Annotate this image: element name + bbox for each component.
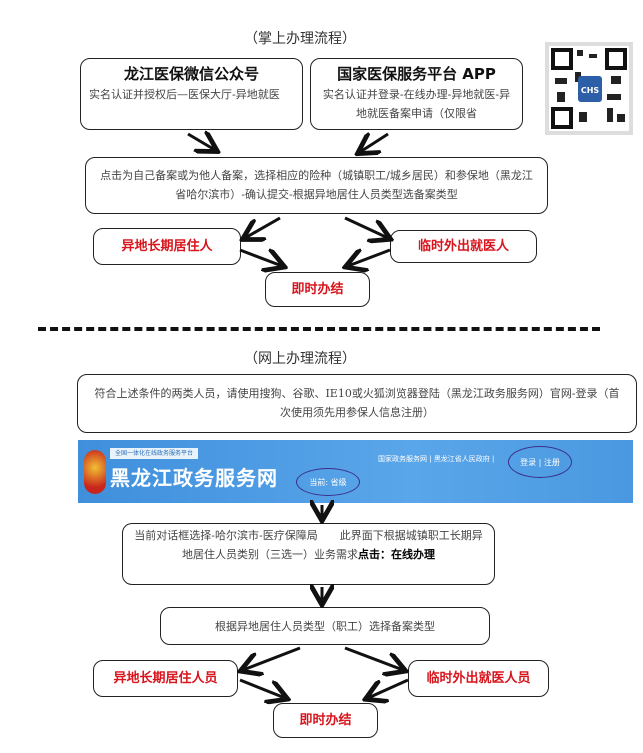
web-step1-box: 符合上述条件的两类人员，请使用搜狗、谷歌、IE10或火狐浏览器登陆（黑龙江政务服… <box>77 374 637 433</box>
app-steps: 实名认证并登录-在线办理-异地就医-异地就医备案申请（仅限省 <box>322 88 511 120</box>
link-province[interactable]: 黑龙江省人民政府 <box>433 455 490 463</box>
wechat-steps: 实名认证并授权后—医保大厅-异地就医 <box>89 88 280 101</box>
web-option-temporary: 临时外出就医人员 <box>408 660 549 697</box>
arrow <box>243 646 301 670</box>
section-divider <box>38 327 600 331</box>
mobile-step-box: 点击为自己备案或为他人备案，选择相应的险种（城镇职工/城乡居民）和参保地（黑龙江… <box>85 157 548 214</box>
qr-logo-text: CHS <box>581 86 600 95</box>
national-emblem-icon <box>84 450 106 494</box>
arrow <box>344 216 388 238</box>
web-section-title: （网上办理流程） <box>244 351 356 367</box>
arrow <box>187 134 215 150</box>
wechat-box: 龙江医保微信公众号 实名认证并授权后—医保大厅-异地就医 <box>80 58 303 130</box>
web-step2-box: 当前对话框选择-哈尔滨市-医疗保障局 此界面下根据城镇职工长期异地居住人员类别（… <box>122 523 495 585</box>
arrow <box>239 678 285 698</box>
banner-site-name: 黑龙江政务服务网 <box>110 466 278 490</box>
login-register: 登录 | 注册 <box>508 446 572 478</box>
arrow <box>245 216 281 238</box>
banner-tag: 全国一体化在线政务服务平台 <box>110 448 199 459</box>
mobile-option-long-term: 异地长期居住人 <box>93 228 241 265</box>
arrow <box>344 646 403 670</box>
register-link[interactable]: 注册 <box>543 457 560 467</box>
mobile-option-temporary: 临时外出就医人 <box>390 230 537 263</box>
gov-site-banner: 全国一体化在线政务服务平台 黑龙江政务服务网 当前: 省级 国家政务服务网 | … <box>78 440 633 503</box>
web-step2-action: 点击：在线办理 <box>358 548 435 561</box>
app-name: 国家医保服务平台 APP <box>337 65 496 83</box>
arrow <box>348 250 391 266</box>
banner-level-selector[interactable]: 当前: 省级 <box>296 468 360 496</box>
link-national[interactable]: 国家政务服务网 <box>378 455 427 463</box>
wechat-name: 龙江医保微信公众号 <box>123 65 259 83</box>
arrow <box>360 134 389 152</box>
web-step2-text: 当前对话框选择-哈尔滨市-医疗保障局 此界面下根据城镇职工长期异地居住人员类别（… <box>134 529 483 561</box>
app-box: 国家医保服务平台 APP 实名认证并登录-在线办理-异地就医-异地就医备案申请（… <box>310 58 523 130</box>
login-link[interactable]: 登录 <box>520 457 537 467</box>
qr-code: CHS <box>545 42 633 135</box>
banner-links: 国家政务服务网 | 黑龙江省人民政府 | <box>378 455 495 463</box>
web-option-long-term: 异地长期居住人员 <box>93 660 238 697</box>
mobile-result: 即时办结 <box>265 272 370 307</box>
web-step3-box: 根据异地居住人员类型（职工）选择备案类型 <box>160 607 490 645</box>
arrow <box>368 678 409 698</box>
arrow <box>239 250 282 266</box>
web-result: 即时办结 <box>273 703 378 738</box>
qr-pattern: CHS <box>549 46 629 131</box>
mobile-section-title: （掌上办理流程） <box>244 31 356 47</box>
